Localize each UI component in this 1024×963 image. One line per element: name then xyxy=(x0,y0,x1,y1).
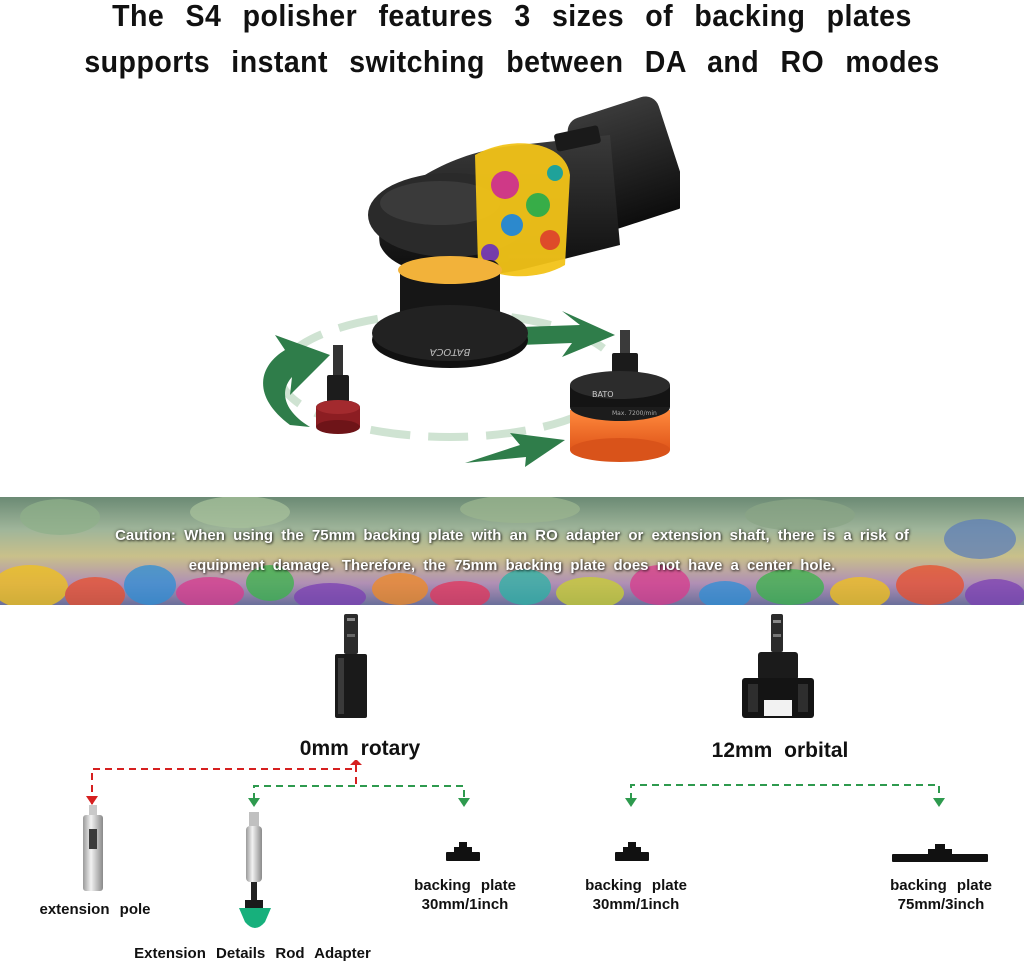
rotary-plate-label-line-1: backing plate xyxy=(414,877,516,894)
backing-plate-75mm-icon xyxy=(892,844,988,862)
orbital-pad: BATO Max. 7200/min xyxy=(570,330,670,462)
pad-brand-text: BATO xyxy=(592,390,614,399)
rotary-adapter-icon xyxy=(335,614,367,718)
caution-text-line-2: equipment damage. Therefore, the 75mm ba… xyxy=(188,557,836,574)
polisher-hero-illustration: BATOCA BATO Max. 7200/min xyxy=(263,96,680,467)
polisher-tool: BATOCA xyxy=(368,96,680,368)
mosaic-pattern xyxy=(0,497,1024,605)
arrow-down-icon xyxy=(458,798,470,807)
rotary-mode-title: 0mm rotary xyxy=(299,737,421,760)
extension-rod-adapter-label: Extension Details Rod Adapter xyxy=(134,945,371,962)
headline-line-2: supports instant switching between DA an… xyxy=(84,44,940,79)
extension-pole-icon xyxy=(83,805,103,891)
orbital-adapter-icon xyxy=(742,614,814,718)
caution-text-line-1: Caution: When using the 75mm backing pla… xyxy=(115,527,909,544)
arrow-down-icon xyxy=(625,798,637,807)
rotary-plate-label-line-2: 30mm/1inch xyxy=(421,896,509,913)
orbital-mode-title: 12mm orbital xyxy=(711,739,849,762)
orbital-plate-30-label-line-1: backing plate xyxy=(585,877,687,894)
arrow-right-icon xyxy=(520,311,615,357)
arrow-down-icon xyxy=(933,798,945,807)
extension-pole-label: extension pole xyxy=(39,901,151,918)
green-connector-orbital xyxy=(630,784,940,800)
switch-arrows xyxy=(263,311,615,467)
plate-brand-text: BATOCA xyxy=(429,346,470,357)
caution-banner: Caution: When using the 75mm backing pla… xyxy=(0,497,1024,605)
arrow-down-icon xyxy=(248,798,260,807)
green-connector-rotary xyxy=(253,785,465,800)
mode-switch xyxy=(554,125,601,152)
extension-rod-adapter-icon xyxy=(239,812,271,928)
arrow-left-icon xyxy=(263,335,330,427)
headline-line-1: The S4 polisher features 3 sizes of back… xyxy=(112,0,912,33)
backing-plate-30mm-orbital-icon xyxy=(615,842,649,861)
orbital-plate-75-label-line-2: 75mm/3inch xyxy=(897,896,985,913)
pad-speed-text: Max. 7200/min xyxy=(612,410,657,417)
arrow-down-icon xyxy=(86,796,98,805)
orbital-plate-75-label-line-1: backing plate xyxy=(890,877,992,894)
arrow-up-icon xyxy=(350,760,362,765)
backing-plate-30mm-rotary-icon xyxy=(446,842,480,861)
orbital-plate-30-label-line-2: 30mm/1inch xyxy=(592,896,680,913)
rotary-adapter-small xyxy=(316,345,360,434)
red-connector xyxy=(91,768,356,804)
compatibility-connectors xyxy=(86,760,945,807)
arrow-bottom-icon xyxy=(465,433,565,467)
